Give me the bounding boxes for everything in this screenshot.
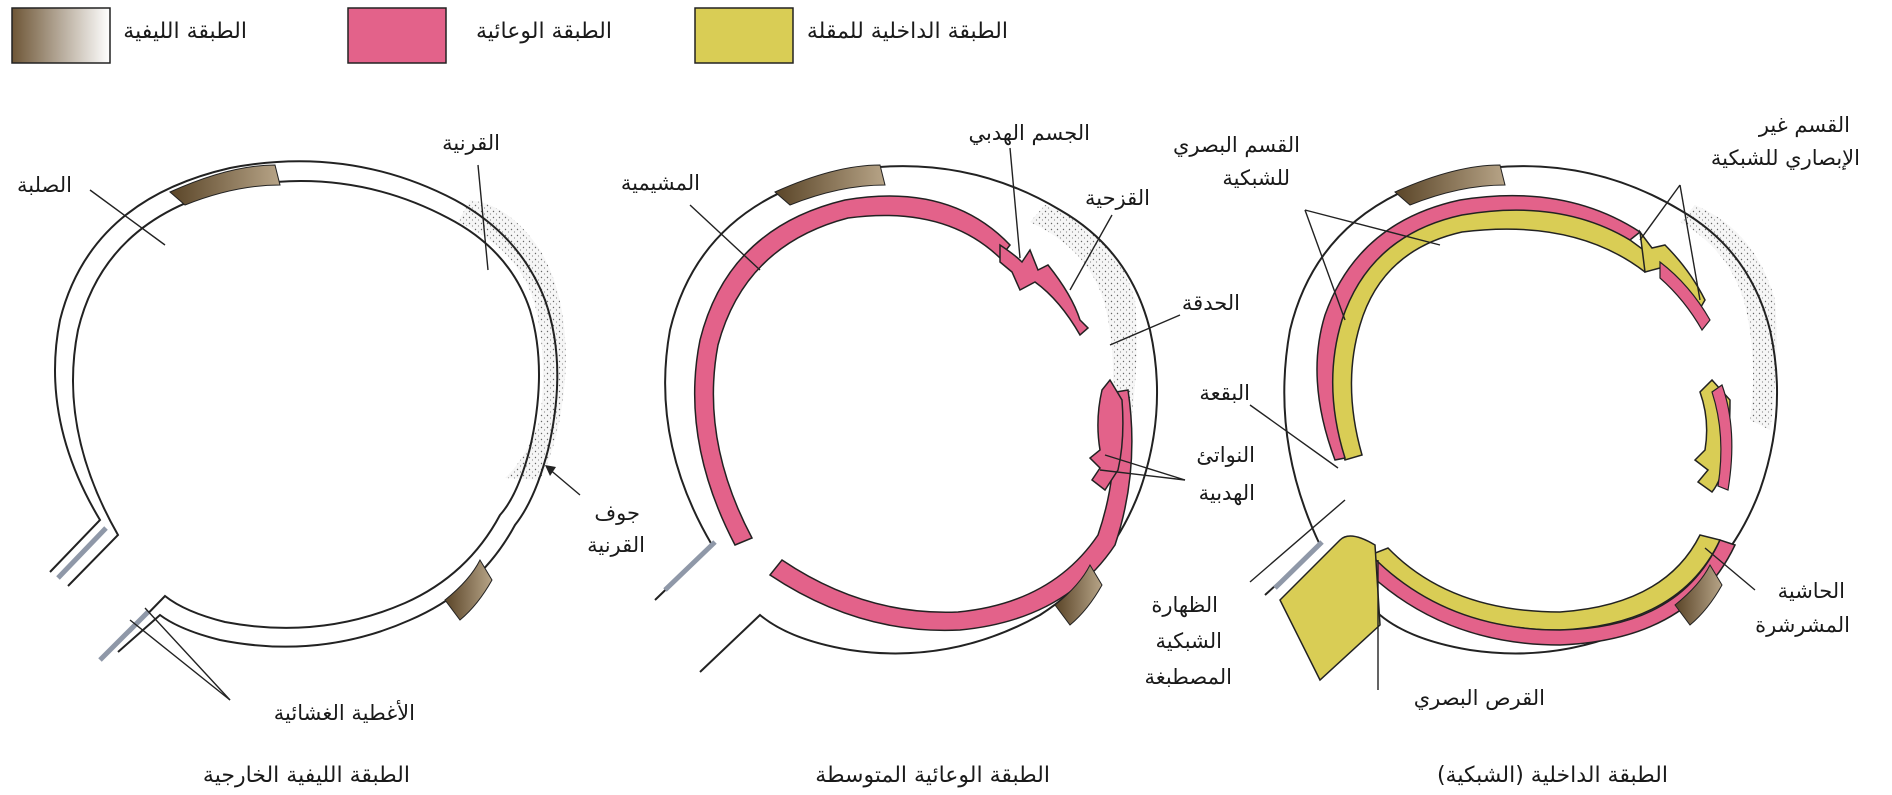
- label-non-optic-1: القسم غير: [1758, 113, 1850, 138]
- leader-cornea: [477, 164, 489, 271]
- legend-label-fibrous: الطبقة الليفية: [123, 19, 247, 44]
- sclera-inner-wall: [67, 180, 540, 633]
- leader-non-optic-1: [1639, 184, 1681, 241]
- legend-label-inner: الطبقة الداخلية للمقلة: [807, 19, 1008, 44]
- panel-inner-layer: القسم البصري للشبكية القسم غير الإبصاري …: [1144, 113, 1860, 788]
- legend-swatch-inner: [694, 7, 794, 64]
- optic-sheath-stub-lower: [98, 610, 150, 662]
- leader-optic-retina-2: [1304, 209, 1441, 246]
- legend: الطبقة الليفية الطبقة الوعائية الطبقة ال…: [11, 7, 1008, 64]
- optic-stub-3: [1273, 540, 1324, 590]
- ciliary-body-upper: [999, 243, 1090, 337]
- fibrous-cap-bottom: [444, 558, 493, 621]
- cornea-region-2: [1030, 205, 1137, 430]
- leader-macula: [1249, 404, 1339, 469]
- optic-nerve-yellow: [1279, 535, 1381, 682]
- cornea-region: [458, 200, 566, 480]
- label-iris: القزحية: [1085, 186, 1150, 210]
- label-cornea-cavity-1: جوف: [594, 501, 640, 525]
- label-choroid: المشيمية: [621, 171, 700, 195]
- fibrous-cap-top-3: [1394, 164, 1506, 206]
- leader-cornea-cavity: [547, 467, 581, 496]
- fibrous-cap-top-2: [774, 164, 886, 206]
- leader-iris: [1069, 214, 1113, 291]
- leader-sheath-1: [129, 619, 231, 701]
- optic-sheath-stub-upper: [56, 526, 108, 580]
- label-sclera: الصلبة: [17, 173, 72, 197]
- legend-item-inner: الطبقة الداخلية للمقلة: [694, 7, 1008, 64]
- outer-wall-2: [654, 165, 1159, 673]
- fibrous-cap-bottom-3: [1674, 563, 1723, 626]
- label-cornea: القرنية: [442, 131, 500, 155]
- label-ciliary-processes-1: النواتئ: [1196, 443, 1255, 467]
- iris-3-lower: [1711, 384, 1733, 491]
- caption-fibrous: الطبقة الليفية الخارجية: [203, 763, 410, 788]
- label-non-optic-2: الإبصاري للشبكية: [1711, 146, 1860, 170]
- leader-choroid: [689, 204, 761, 271]
- caption-vascular: الطبقة الوعائية المتوسطة: [815, 763, 1050, 788]
- choroid-band-3-lower: [1358, 539, 1737, 646]
- label-pupil: الحدقة: [1182, 291, 1240, 315]
- leader-sheath-2: [144, 607, 231, 701]
- ciliary-processes-lower: [1088, 378, 1124, 492]
- label-cornea-cavity-2: القرنية: [587, 533, 645, 557]
- leader-sclera: [89, 189, 166, 246]
- fibrous-cap-top: [169, 164, 281, 206]
- legend-item-fibrous: الطبقة الليفية: [11, 7, 247, 64]
- optic-stub-2a: [663, 540, 717, 592]
- label-ciliary-processes-2: الهدبية: [1199, 481, 1255, 505]
- fibrous-cap-bottom-2: [1054, 563, 1103, 626]
- panel-fibrous-layer: الصلبة القرنية جوف القرنية الأغطية الغشا…: [17, 131, 645, 788]
- leader-optic-retina-1: [1304, 209, 1346, 321]
- label-ciliary-body: الجسم الهدبي: [969, 121, 1090, 146]
- panel-vascular-layer: المشيمية الجسم الهدبي القزحية الحدقة الن…: [621, 121, 1255, 788]
- arrowhead-cornea-cavity: [545, 465, 556, 476]
- label-ora-2: المشرشرة: [1755, 613, 1850, 637]
- leader-non-optic-2: [1679, 184, 1701, 301]
- legend-item-vascular: الطبقة الوعائية: [347, 7, 612, 64]
- leader-ciliary-body: [1009, 147, 1021, 259]
- leader-ora: [1704, 547, 1756, 591]
- leader-ciliary-processes-1: [1104, 454, 1186, 481]
- label-optic-retina-1: القسم البصري: [1173, 133, 1300, 158]
- cornea-region-3: [1680, 205, 1777, 430]
- label-pigmented-2: الشبكية: [1156, 629, 1223, 653]
- legend-swatch-fibrous: [11, 7, 111, 64]
- sclera-outer-wall: [49, 160, 559, 653]
- label-meningeal-sheaths: الأغطية الغشائية: [274, 700, 415, 725]
- choroid-band-3: [1316, 194, 1642, 461]
- label-optic-disc: القرص البصري: [1414, 686, 1545, 710]
- leader-pupil: [1109, 314, 1181, 346]
- leader-pigmented: [1249, 499, 1346, 583]
- iris-3-upper: [1659, 260, 1711, 332]
- choroid-band-lower: [768, 389, 1133, 632]
- caption-inner: الطبقة الداخلية (الشبكية): [1437, 763, 1668, 788]
- label-optic-retina-2: للشبكية: [1222, 166, 1290, 190]
- outer-wall-3: [1264, 165, 1779, 661]
- legend-label-vascular: الطبقة الوعائية: [476, 19, 612, 44]
- leader-ciliary-processes-2: [1099, 469, 1186, 481]
- label-pigmented-1: الظهارة: [1151, 593, 1218, 617]
- label-macula: البقعة: [1199, 381, 1250, 405]
- label-pigmented-3: المصطبغة: [1144, 665, 1232, 689]
- choroid-band: [693, 195, 1011, 546]
- legend-swatch-vascular: [347, 7, 447, 64]
- label-ora-1: الحاشية: [1778, 579, 1845, 603]
